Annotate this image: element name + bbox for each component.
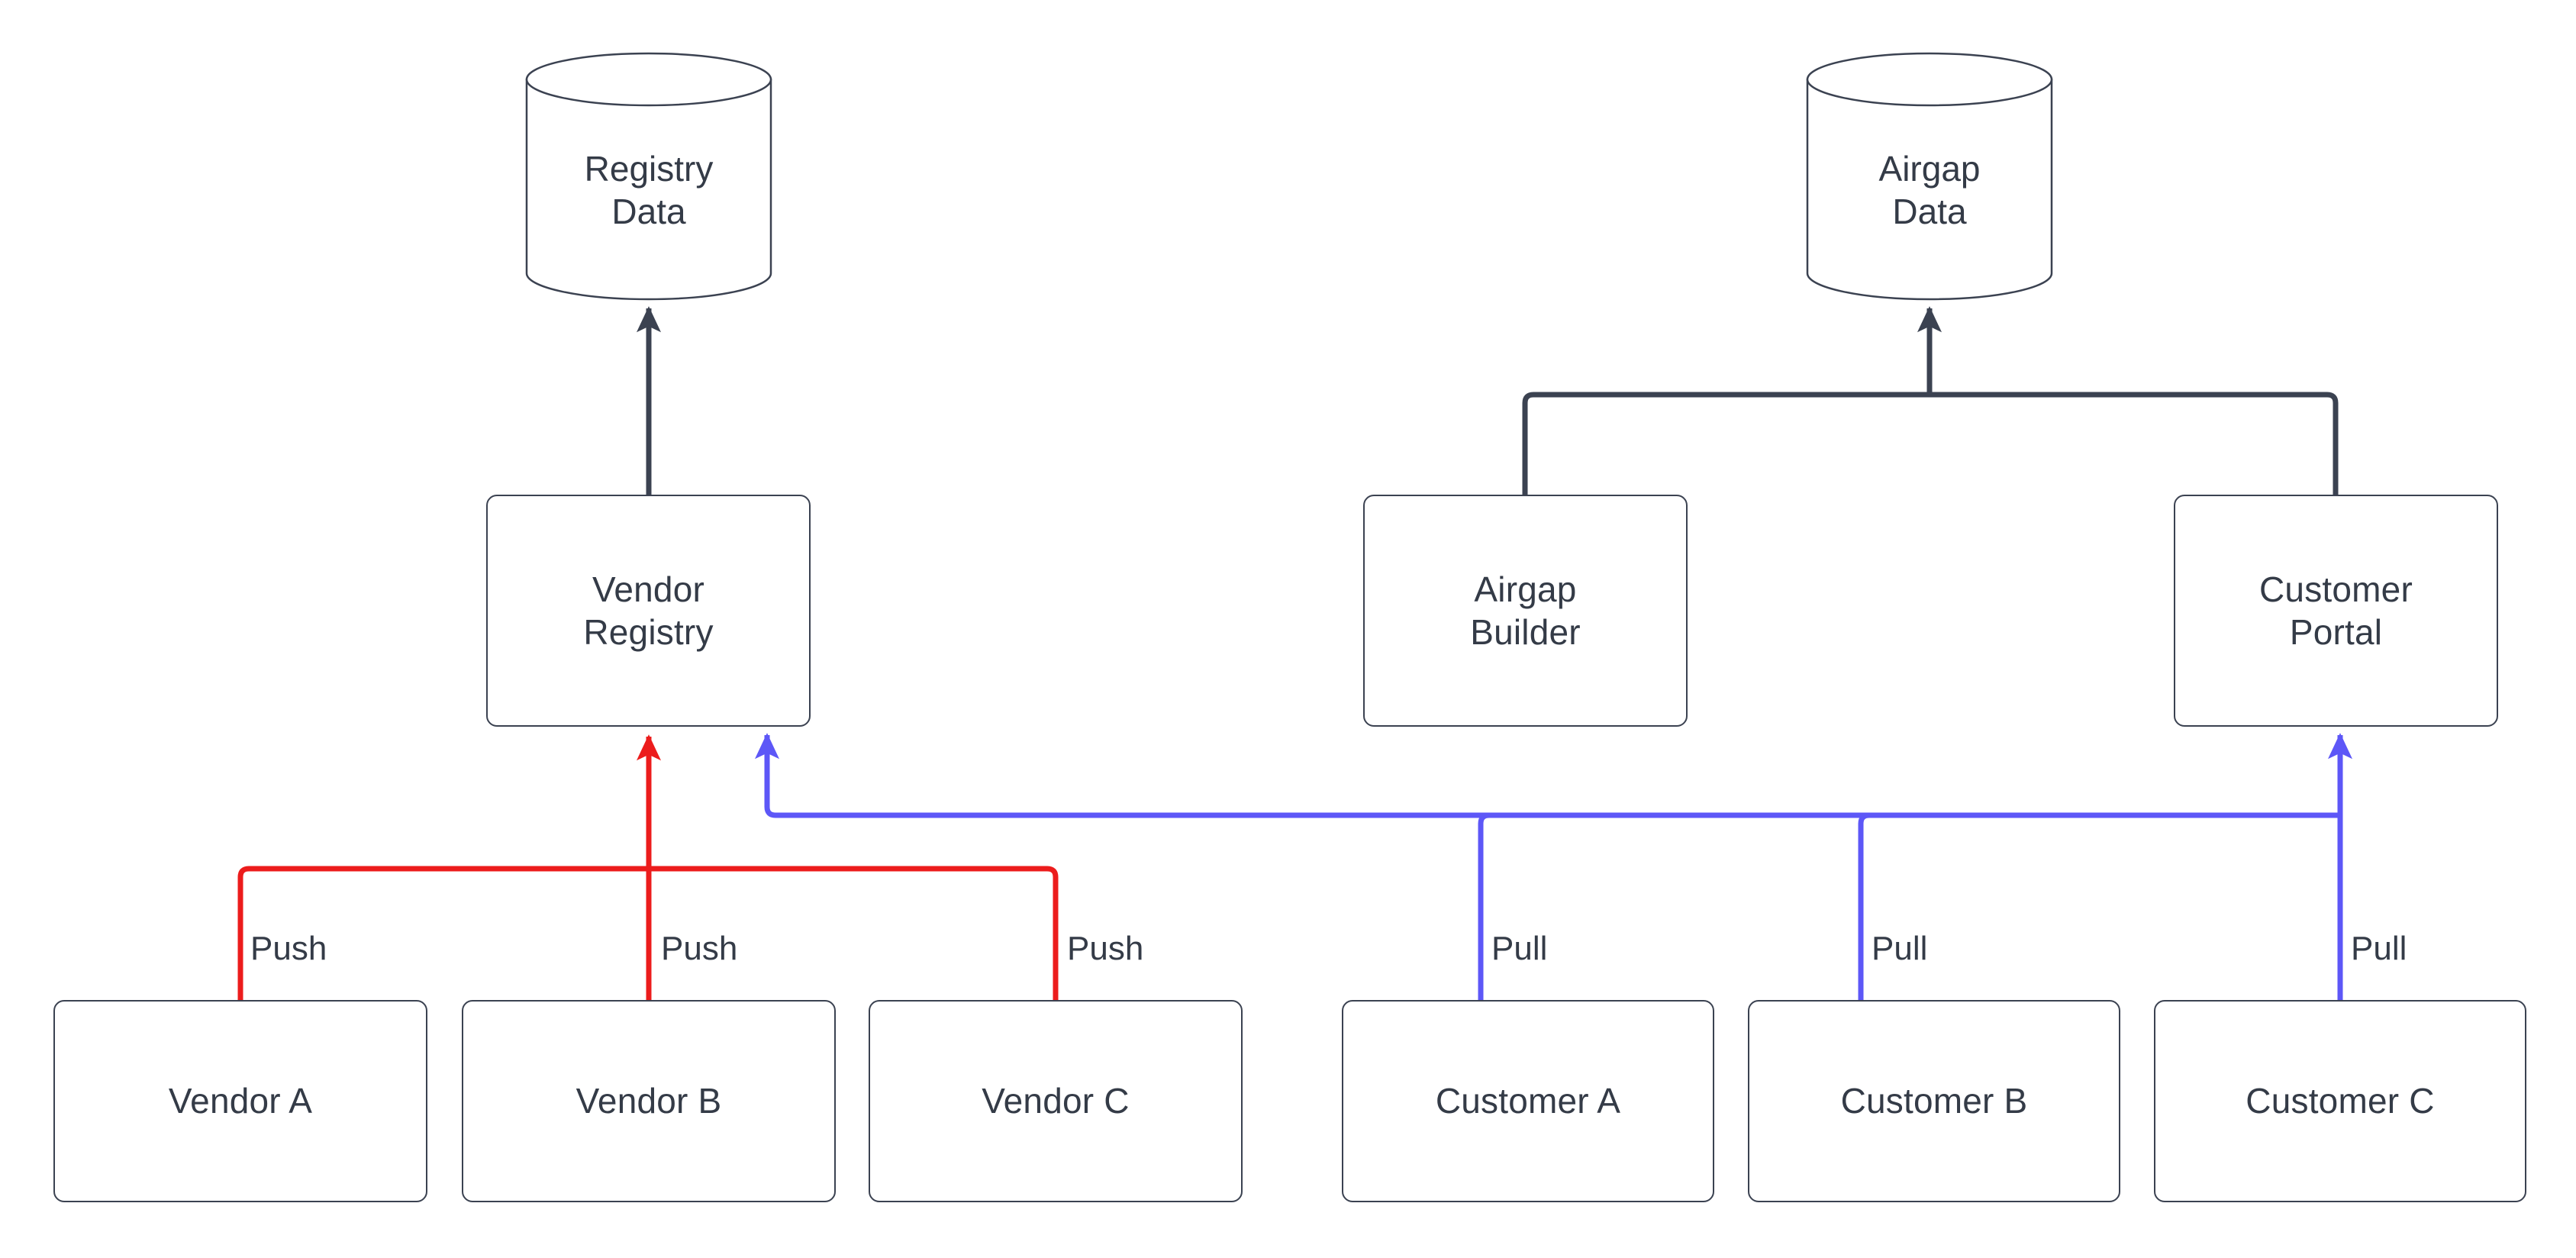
edge-label-push-vendor-b: Push	[661, 930, 738, 967]
edge-airgap-builder-to-airgap-data	[1522, 392, 1930, 495]
customer-a-label: Customer A	[1435, 1081, 1621, 1121]
airgap-data-store[interactable]: Airgap Data	[1807, 79, 2052, 301]
vendor-registry-node[interactable]: Vendor Registry	[486, 495, 811, 727]
edge-customer-portal-to-airgap-data	[1930, 392, 2339, 495]
vendor-a-node[interactable]: Vendor A	[53, 1000, 427, 1202]
edge-label-pull-customer-a: Pull	[1491, 930, 1548, 967]
customer-portal-node[interactable]: Customer Portal	[2174, 495, 2498, 727]
edge-pull-customer-a-stem	[1478, 812, 1490, 1000]
customer-c-label: Customer C	[2246, 1081, 2435, 1121]
edge-label-push-vendor-c: Push	[1067, 930, 1144, 967]
vendor-c-label: Vendor C	[982, 1081, 1130, 1121]
vendor-a-label: Vendor A	[168, 1081, 313, 1121]
registry-data-store[interactable]: Registry Data	[527, 79, 771, 301]
registry-data-label: Registry Data	[584, 148, 714, 231]
customer-b-node[interactable]: Customer B	[1748, 1000, 2120, 1202]
vendor-registry-label: Vendor Registry	[583, 569, 714, 652]
edge-label-pull-customer-b: Pull	[1872, 930, 1928, 967]
edge-pull-bus	[764, 737, 2340, 818]
customer-c-node[interactable]: Customer C	[2154, 1000, 2526, 1202]
customer-portal-label: Customer Portal	[2259, 569, 2413, 652]
airgap-builder-label: Airgap Builder	[1470, 569, 1581, 652]
vendor-c-node[interactable]: Vendor C	[869, 1000, 1243, 1202]
customer-a-node[interactable]: Customer A	[1342, 1000, 1714, 1202]
edge-push-bus	[237, 866, 1059, 1000]
airgap-data-label: Airgap Data	[1878, 148, 1981, 231]
airgap-builder-node[interactable]: Airgap Builder	[1363, 495, 1688, 727]
edge-label-push-vendor-a: Push	[250, 930, 327, 967]
edge-label-pull-customer-c: Pull	[2351, 930, 2407, 967]
customer-b-label: Customer B	[1840, 1081, 2028, 1121]
vendor-b-node[interactable]: Vendor B	[462, 1000, 836, 1202]
vendor-b-label: Vendor B	[575, 1081, 722, 1121]
edge-pull-customer-b-stem	[1858, 812, 1870, 1000]
